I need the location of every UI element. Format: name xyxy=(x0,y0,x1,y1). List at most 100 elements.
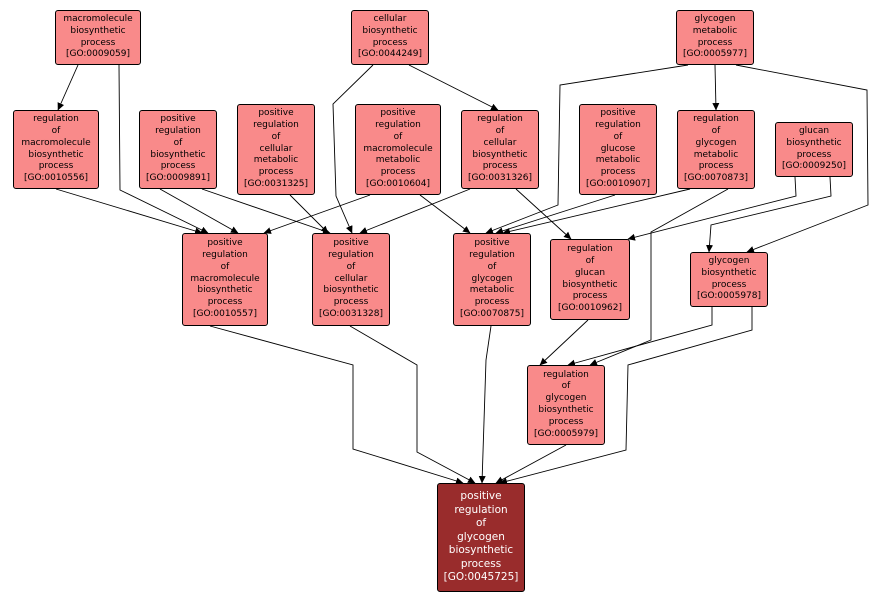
go-term-label-line: regulation xyxy=(202,250,248,260)
go-term-id: [GO:0031326] xyxy=(467,173,533,184)
go-term-label-line: cellular xyxy=(483,137,517,148)
go-term-label-line: metabolic xyxy=(595,155,641,166)
go-term-label-line: glucan xyxy=(798,125,830,136)
edge-go-0031326-to-go-0031328 xyxy=(359,188,471,234)
go-term-label-line: process xyxy=(460,557,502,570)
go-term-id: [GO:0009250] xyxy=(781,161,847,172)
go-term-id: [GO:0009891] xyxy=(145,173,211,184)
edge-go-0005977-to-go-0005978 xyxy=(735,64,869,253)
go-term-label-line: of xyxy=(613,131,623,142)
go-term-label-line: metabolic xyxy=(692,25,738,36)
edge-go-0010907-to-go-0070875 xyxy=(495,194,616,235)
go-term-label-line: regulation xyxy=(543,369,589,380)
go-term-label-line: process xyxy=(38,161,74,172)
go-term-label-line: of xyxy=(346,261,356,272)
go-term-label-line: metabolic xyxy=(375,155,421,166)
go-term-label-line: of xyxy=(220,261,230,272)
go-term-label-line: cellular xyxy=(334,273,368,284)
go-term-label-line: cellular xyxy=(259,143,293,154)
go-term-id: [GO:0005979] xyxy=(533,428,599,439)
go-term-label-line: regulation xyxy=(477,114,523,125)
go-term-id: [GO:0010604] xyxy=(365,178,431,189)
edge-go-0070873-to-go-0005979 xyxy=(589,188,729,366)
edge-go-0009059-to-go-0010556 xyxy=(57,64,79,111)
go-term-id: [GO:0070875] xyxy=(459,308,525,319)
edge-go-0005977-to-go-0070875 xyxy=(485,64,689,234)
go-term-label-line: biosynthetic xyxy=(786,137,842,148)
go-term-label-line: biosynthetic xyxy=(28,149,84,160)
go-term-label-line: macromolecule xyxy=(363,143,433,154)
edge-go-0005979-to-go-0045725 xyxy=(495,444,567,484)
go-term-label-line: biosynthetic xyxy=(70,25,126,36)
edge-go-0009059-to-go-0010557 xyxy=(118,64,209,234)
go-term-label-line: biosynthetic xyxy=(448,544,514,557)
go-term-label-line: biosynthetic xyxy=(362,25,418,36)
go-term-label-line: biosynthetic xyxy=(323,285,379,296)
go-term-label-line: glycogen xyxy=(695,137,737,148)
edge-go-0044249-to-go-0031326 xyxy=(408,64,499,111)
edge-go-0031325-to-go-0031328 xyxy=(289,194,329,234)
go-term-label-line: process xyxy=(697,37,733,48)
go-term-label-line: process xyxy=(258,167,294,178)
go-term-label-line: glucan xyxy=(574,267,606,278)
go-term-label-line: process xyxy=(474,297,510,308)
go-term-id: [GO:0045725] xyxy=(443,571,519,584)
go-term-label-line: glucose xyxy=(600,143,636,154)
go-term-label-line: process xyxy=(333,297,369,308)
edge-go-0005977-to-go-0070873 xyxy=(712,64,720,111)
go-term-label-line: glycogen xyxy=(708,255,750,266)
edge-go-0009250-to-go-0010962 xyxy=(627,176,797,241)
go-term-label-line: positive xyxy=(460,490,502,503)
go-term-label-line: positive xyxy=(333,238,369,249)
go-term-label-line: metabolic xyxy=(253,155,299,166)
edge-go-0010604-to-go-0010557 xyxy=(263,194,371,234)
go-term-id: [GO:0044249] xyxy=(357,49,423,60)
go-term-label-line: process xyxy=(796,149,832,160)
go-term-label-line: glycogen xyxy=(545,393,587,404)
go-term-label-line: of xyxy=(173,137,183,148)
go-term-id: [GO:0010907] xyxy=(585,178,651,189)
go-term-label-line: regulation xyxy=(454,503,508,516)
go-term-label-line: process xyxy=(80,37,116,48)
go-term-label-line: of xyxy=(561,381,571,392)
go-term-label-line: biosynthetic xyxy=(197,285,253,296)
go-term-label-line: cellular xyxy=(373,13,407,24)
go-term-label-line: process xyxy=(380,167,416,178)
edge-go-0009891-to-go-0010557 xyxy=(159,188,239,234)
edge-go-0005978-to-go-0005979 xyxy=(567,307,713,367)
go-term-label-line: glycogen xyxy=(694,13,736,24)
go-term-label-line: of xyxy=(711,125,721,136)
go-term-label-line: regulation xyxy=(375,120,421,130)
go-term-label-line: of xyxy=(487,261,497,272)
go-term-label-line: positive xyxy=(600,108,636,119)
go-term-label-line: positive xyxy=(160,114,196,125)
go-term-label-line: process xyxy=(711,279,747,290)
go-term-label-line: regulation xyxy=(567,244,613,255)
edge-go-0070875-to-go-0045725 xyxy=(478,325,492,484)
go-term-label-line: of xyxy=(475,517,487,530)
go-term-label-line: of xyxy=(51,125,61,136)
go-term-label-line: glycogen xyxy=(457,530,505,543)
go-term-label-line: regulation xyxy=(33,114,79,125)
go-term-label-line: biosynthetic xyxy=(701,267,757,278)
go-term-label-line: positive xyxy=(380,108,416,119)
